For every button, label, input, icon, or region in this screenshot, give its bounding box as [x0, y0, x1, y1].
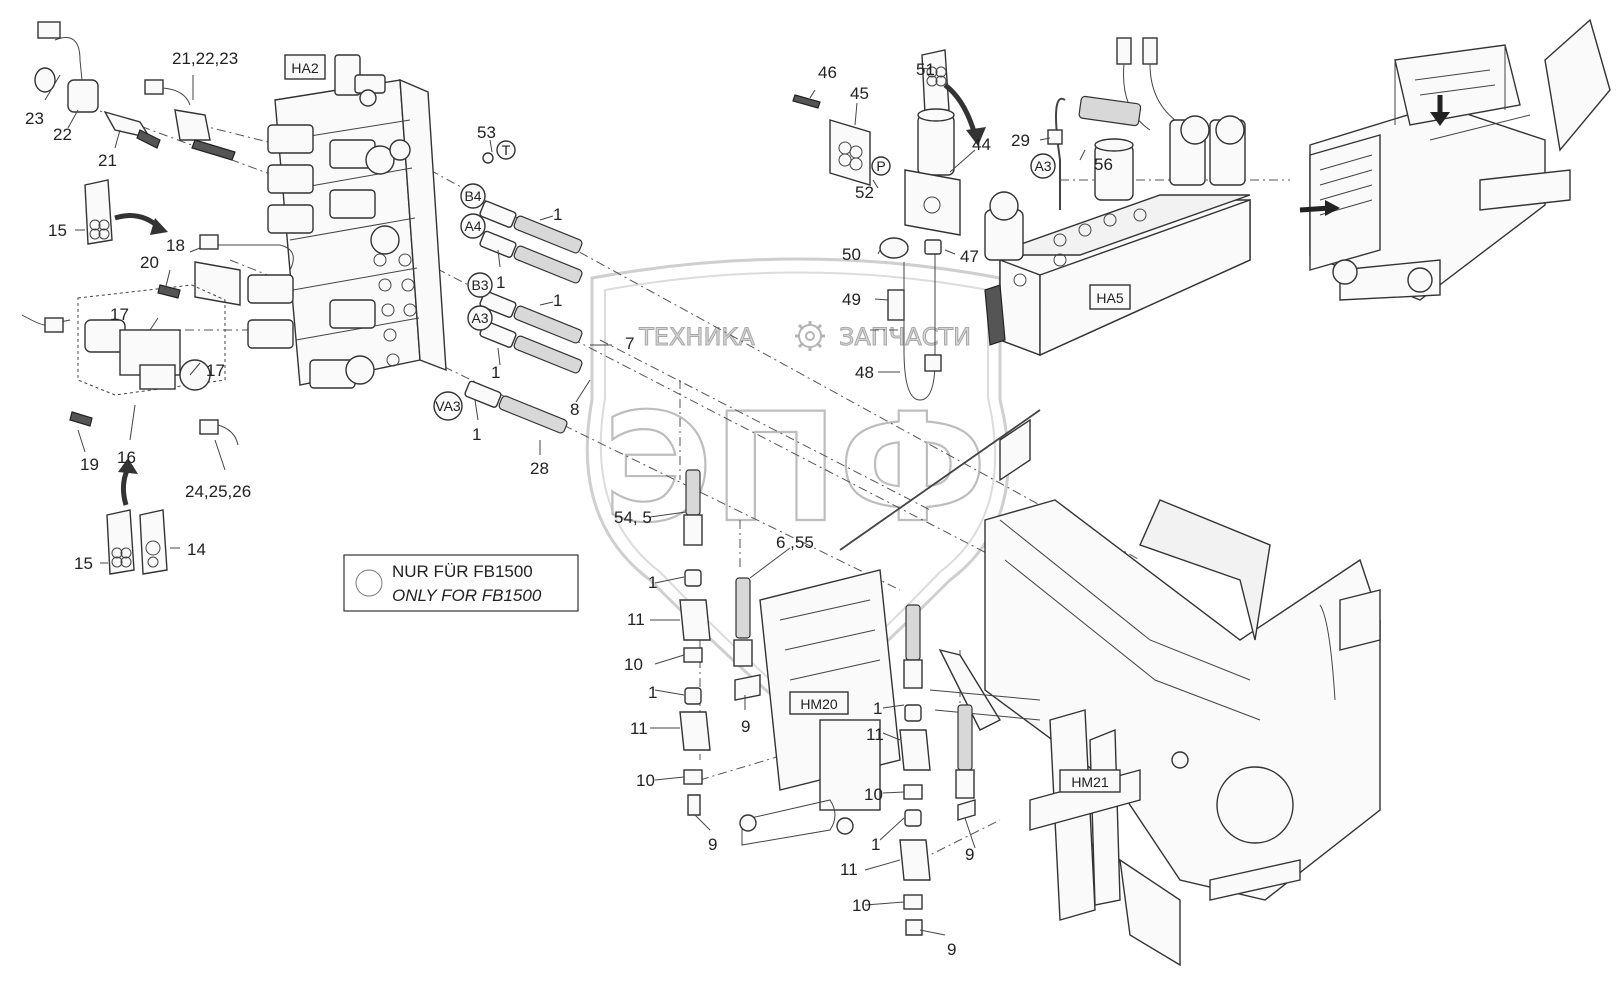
label-28: 28 — [530, 459, 549, 478]
label-56: 56 — [1094, 155, 1113, 174]
hoses-group — [464, 200, 583, 434]
label-1e: 1 — [472, 425, 481, 444]
label-54-5: 54, 5 — [614, 508, 652, 527]
label-10b: 10 — [636, 771, 655, 790]
label-10d: 10 — [852, 896, 871, 915]
tag-t: T — [502, 142, 511, 158]
machine-thumbnail — [1299, 18, 1611, 301]
tag-ha2: HA2 — [291, 60, 318, 76]
label-1i: 1 — [871, 835, 880, 854]
label-1h: 1 — [873, 699, 882, 718]
valve-block-ha2: HA2 — [247, 54, 447, 389]
label-16: 16 — [117, 448, 136, 467]
label-48: 48 — [855, 363, 874, 382]
label-50: 50 — [842, 245, 861, 264]
curved-arrow-icon — [114, 213, 168, 235]
label-29: 29 — [1011, 131, 1030, 150]
tag-a3-right: A3 — [1034, 158, 1051, 174]
label-11c: 11 — [866, 725, 884, 744]
valve-parts-44 — [792, 94, 961, 401]
label-17b: 17 — [206, 361, 225, 380]
solenoid-coils — [247, 124, 411, 389]
label-19: 19 — [80, 455, 99, 474]
label-9b: 9 — [708, 835, 717, 854]
label-1d: 1 — [491, 363, 500, 382]
watermark-shield — [585, 257, 1010, 722]
label-47: 47 — [960, 247, 979, 266]
fb1500-note: NUR FÜR FB1500 ONLY FOR FB1500 — [343, 554, 579, 612]
label-44: 44 — [972, 135, 991, 154]
fitting-stack-middle — [733, 577, 761, 701]
label-1g: 1 — [648, 683, 657, 702]
leader-lines — [44, 67, 1086, 936]
label-21-22-23: 21,22,23 — [172, 49, 238, 68]
label-49: 49 — [842, 290, 861, 309]
label-1f: 1 — [648, 573, 657, 592]
note-marker-icon — [355, 569, 383, 597]
tag-va3: VA3 — [435, 398, 461, 414]
curved-arrow-icon — [118, 458, 138, 506]
gear-icon — [795, 321, 825, 351]
cylinder-hm20: HM20 — [739, 409, 1041, 846]
port-tags: B4 A4 B3 A3 VA3 T P A3 — [433, 140, 1056, 421]
label-7: 7 — [625, 334, 634, 353]
label-14: 14 — [187, 540, 206, 559]
label-20: 20 — [140, 253, 159, 272]
label-18: 18 — [166, 236, 185, 255]
label-10c: 10 — [864, 785, 883, 804]
watermark-left: ТЕХНИКА — [638, 323, 755, 351]
label-10a: 10 — [624, 655, 643, 674]
tag-hm20: HM20 — [800, 696, 838, 712]
watermark: ЭПФ ТЕХНИКА ЗАПЧАСТИ — [585, 257, 1010, 722]
label-46: 46 — [818, 63, 837, 82]
label-15a: 15 — [48, 221, 67, 240]
label-9c: 9 — [965, 845, 974, 864]
label-9a: 9 — [741, 717, 750, 736]
tag-b3: B3 — [471, 277, 488, 293]
note-line-1: NUR FÜR FB1500 — [392, 562, 533, 581]
label-24-25-26: 24,25,26 — [185, 482, 251, 501]
label-11a: 11 — [627, 610, 645, 629]
kit-bag-icon — [921, 49, 950, 115]
kit-bag-icon — [139, 509, 168, 575]
label-15b: 15 — [74, 554, 93, 573]
label-17a: 17 — [110, 305, 129, 324]
label-22: 22 — [53, 125, 72, 144]
watermark-right: ЗАПЧАСТИ — [839, 323, 971, 351]
part-labels: 23 22 21 21,22,23 53 15 18 20 17 17 19 1… — [25, 49, 1113, 959]
tag-hm21: HM21 — [1071, 774, 1109, 790]
kit-bag-icon — [84, 179, 113, 245]
label-21: 21 — [98, 151, 117, 170]
tag-ha5: HA5 — [1096, 290, 1123, 306]
tag-p: P — [876, 158, 885, 174]
label-23: 23 — [25, 109, 44, 128]
label-11d: 11 — [840, 860, 858, 879]
tag-a3: A3 — [471, 310, 488, 326]
machine-frame: HM21 — [929, 499, 1381, 967]
label-1b: 1 — [496, 273, 505, 292]
solenoid-assembly-21 — [34, 21, 236, 161]
label-6-55: 6 ,55 — [776, 533, 814, 552]
tag-b4: B4 — [464, 188, 481, 204]
label-51: 51 — [916, 60, 935, 79]
tag-a4: A4 — [464, 218, 481, 234]
watermark-big: ЭПФ — [603, 382, 987, 556]
label-45: 45 — [850, 84, 869, 103]
label-8: 8 — [570, 400, 579, 419]
valve-block-ha5: HA5 — [984, 37, 1251, 357]
label-1a: 1 — [553, 205, 562, 224]
fitting-stack-right — [899, 604, 976, 936]
solenoid-block-17 — [21, 234, 294, 446]
label-1c: 1 — [553, 291, 562, 310]
label-53: 53 — [477, 123, 496, 142]
label-9d: 9 — [947, 940, 956, 959]
kit-bag-icon — [106, 509, 135, 575]
label-11b: 11 — [630, 719, 648, 738]
note-line-2: ONLY FOR FB1500 — [392, 586, 542, 605]
curved-arrow-icon — [943, 83, 986, 146]
label-52: 52 — [855, 183, 874, 202]
